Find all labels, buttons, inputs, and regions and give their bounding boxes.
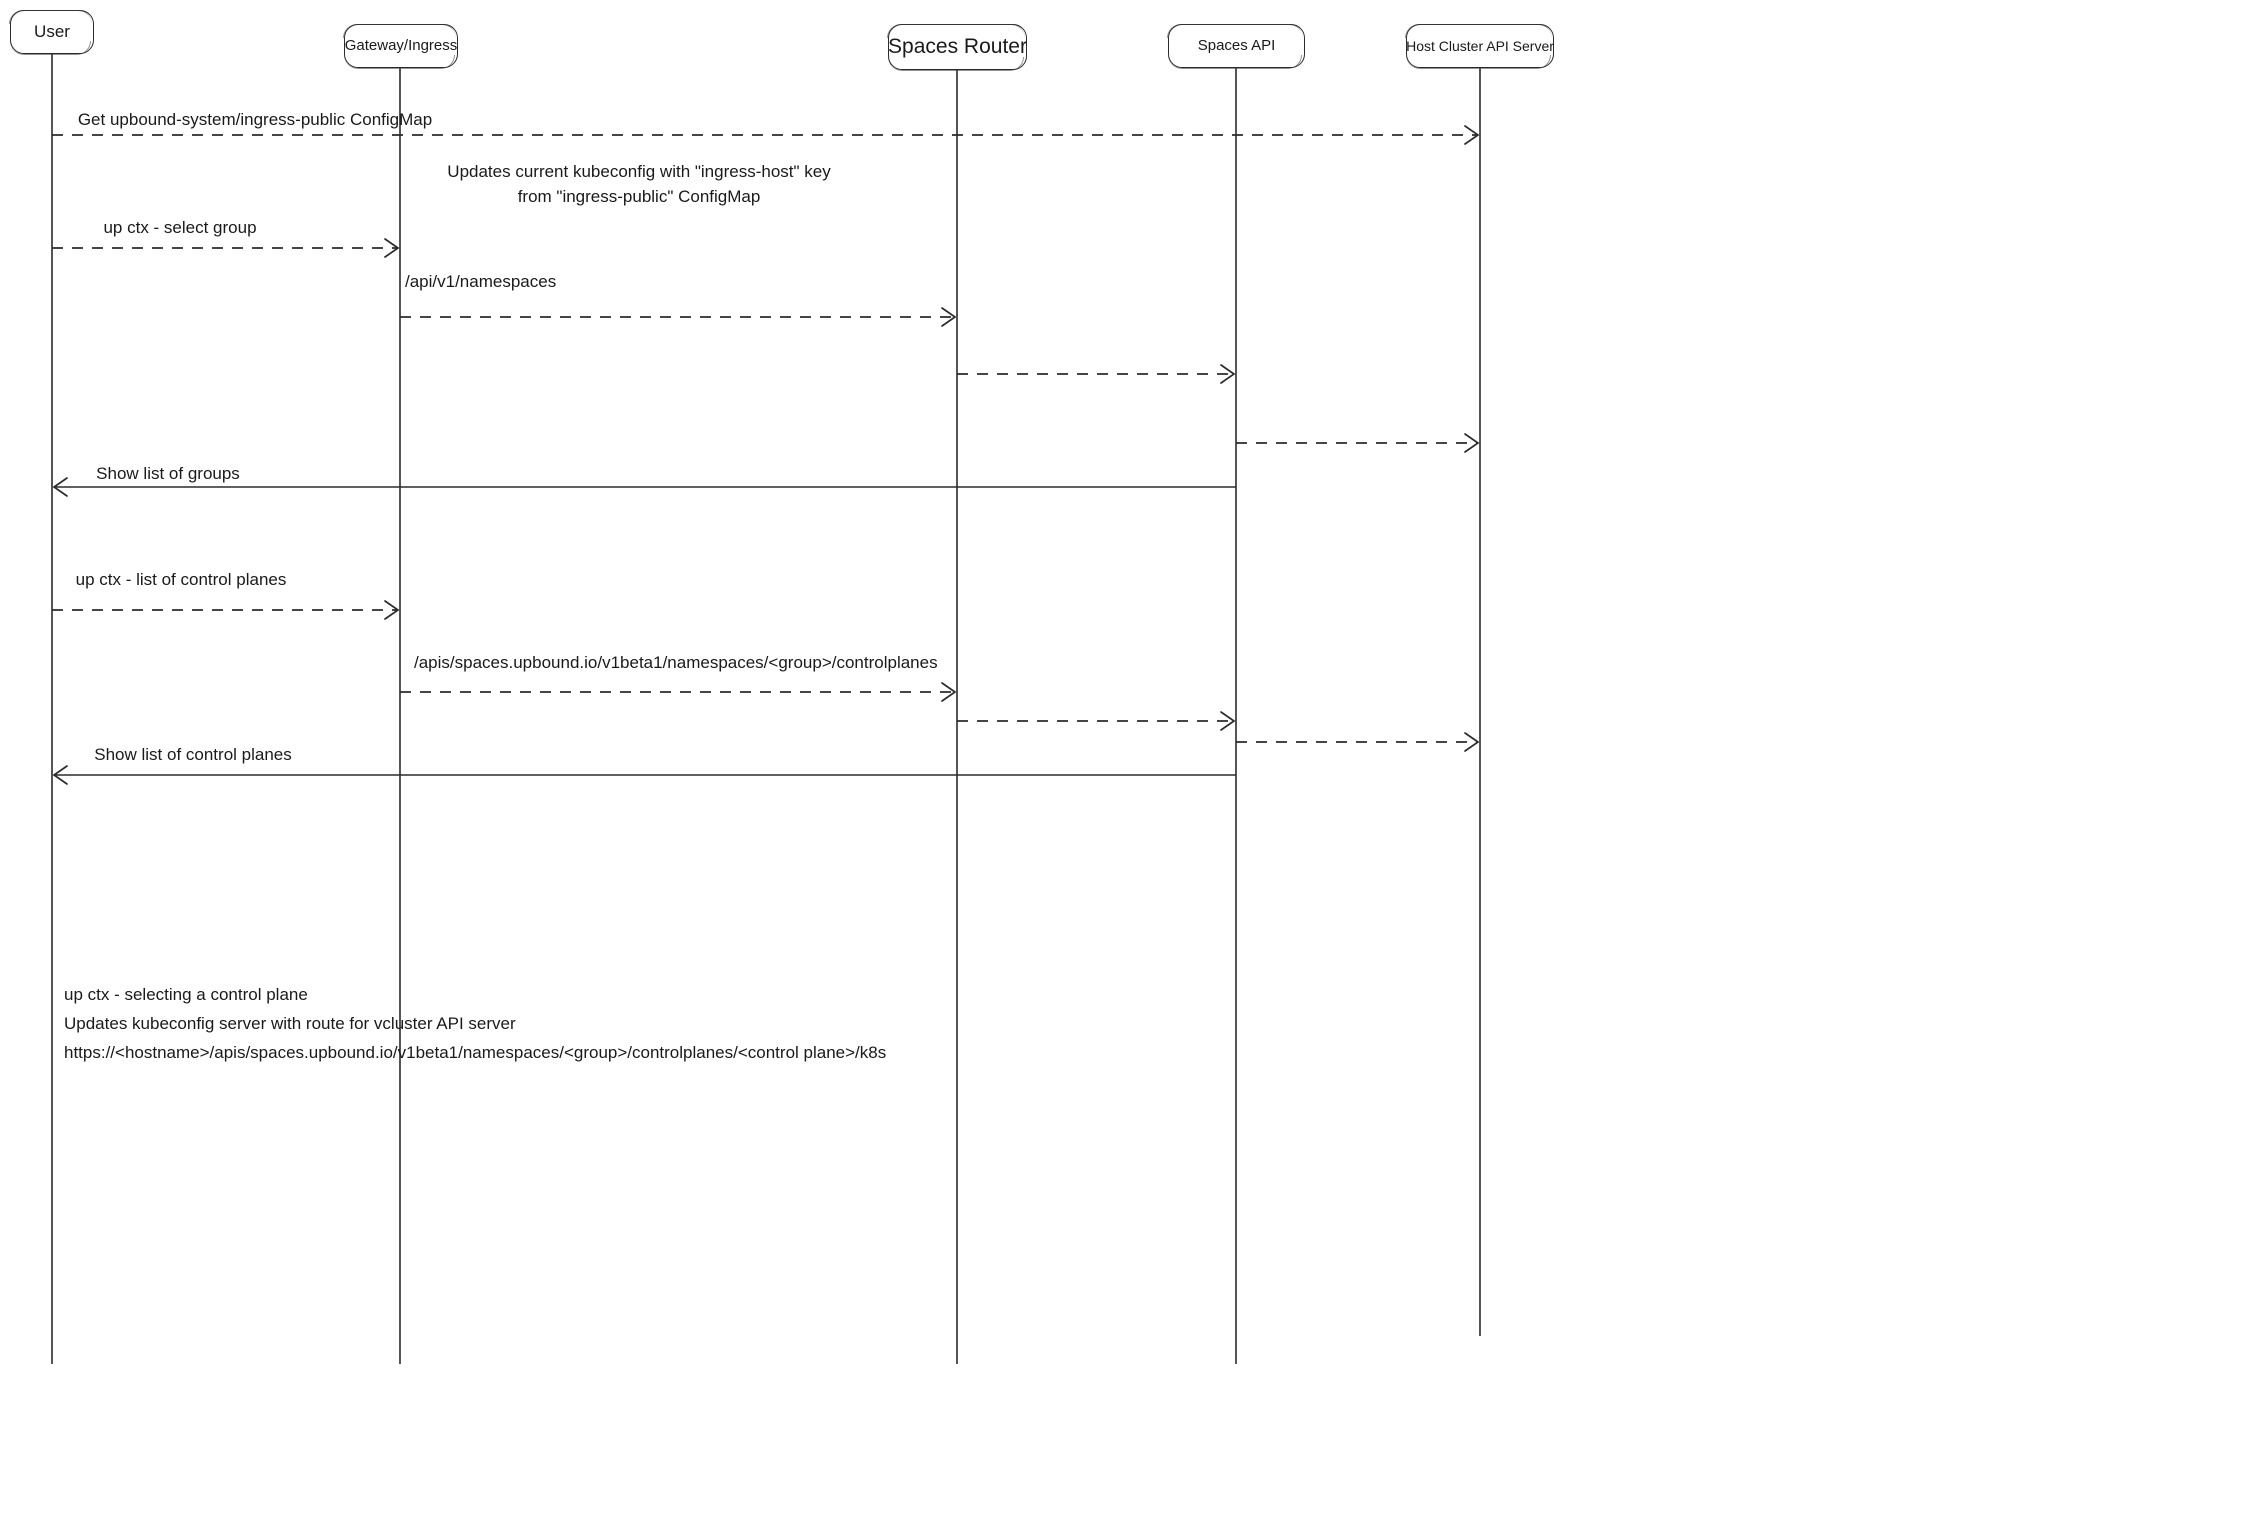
message-arrowhead-controlplanes-path — [941, 682, 957, 702]
participant-label-gateway: Gateway/Ingress — [344, 37, 458, 55]
participant-label-host_api: Host Cluster API Server — [1406, 37, 1554, 54]
message-arrowhead-show-list-of-groups — [52, 477, 68, 497]
message-label-up-ctx-list-control-planes: up ctx - list of control planes — [75, 570, 287, 589]
participant-label-router: Spaces Router — [888, 34, 1027, 58]
participant-box-gateway[interactable]: Gateway/Ingress — [343, 24, 458, 69]
message-label-up-ctx-select-group: up ctx - select group — [103, 218, 257, 237]
message-label-controlplanes-path: /apis/spaces.upbound.io/v1beta1/namespac… — [414, 653, 938, 672]
message-arrowhead-get-configmap — [1464, 125, 1480, 145]
message-arrowhead-show-list-of-control-planes — [52, 765, 68, 785]
participant-box-host_api[interactable]: Host Cluster API Server — [1405, 24, 1554, 69]
message-arrowhead-api-v1-namespaces — [941, 307, 957, 327]
participant-box-spaces_api[interactable]: Spaces API — [1167, 24, 1305, 69]
message-label-show-list-of-groups: Show list of groups — [96, 464, 240, 483]
footer-note-footer-2: Updates kubeconfig server with route for… — [64, 1014, 516, 1033]
message-label-update-kubeconfig-note: Updates current kubeconfig with "ingress… — [447, 162, 831, 206]
participant-label-user: User — [34, 22, 70, 42]
message-arrowhead-router-to-spaces-api-2 — [1220, 711, 1236, 731]
footer-note-footer-1: up ctx - selecting a control plane — [64, 985, 308, 1004]
message-label-api-v1-namespaces: /api/v1/namespaces — [405, 272, 557, 291]
footer-note-footer-3: https://<hostname>/apis/spaces.upbound.i… — [64, 1043, 887, 1062]
message-arrowhead-spaces-api-to-host-2 — [1464, 732, 1480, 752]
message-label-show-list-of-control-planes: Show list of control planes — [94, 745, 292, 764]
message-arrowhead-spaces-api-to-host-1 — [1464, 433, 1480, 453]
participant-label-spaces_api: Spaces API — [1197, 37, 1276, 55]
message-arrowhead-up-ctx-list-control-planes — [384, 600, 400, 620]
participant-box-user[interactable]: User — [9, 10, 94, 55]
message-arrowhead-router-to-spaces-api-1 — [1220, 364, 1236, 384]
participant-box-router[interactable]: Spaces Router — [887, 24, 1027, 71]
message-label-get-configmap: Get upbound-system/ingress-public Config… — [77, 110, 433, 129]
message-arrowhead-up-ctx-select-group — [384, 238, 400, 258]
